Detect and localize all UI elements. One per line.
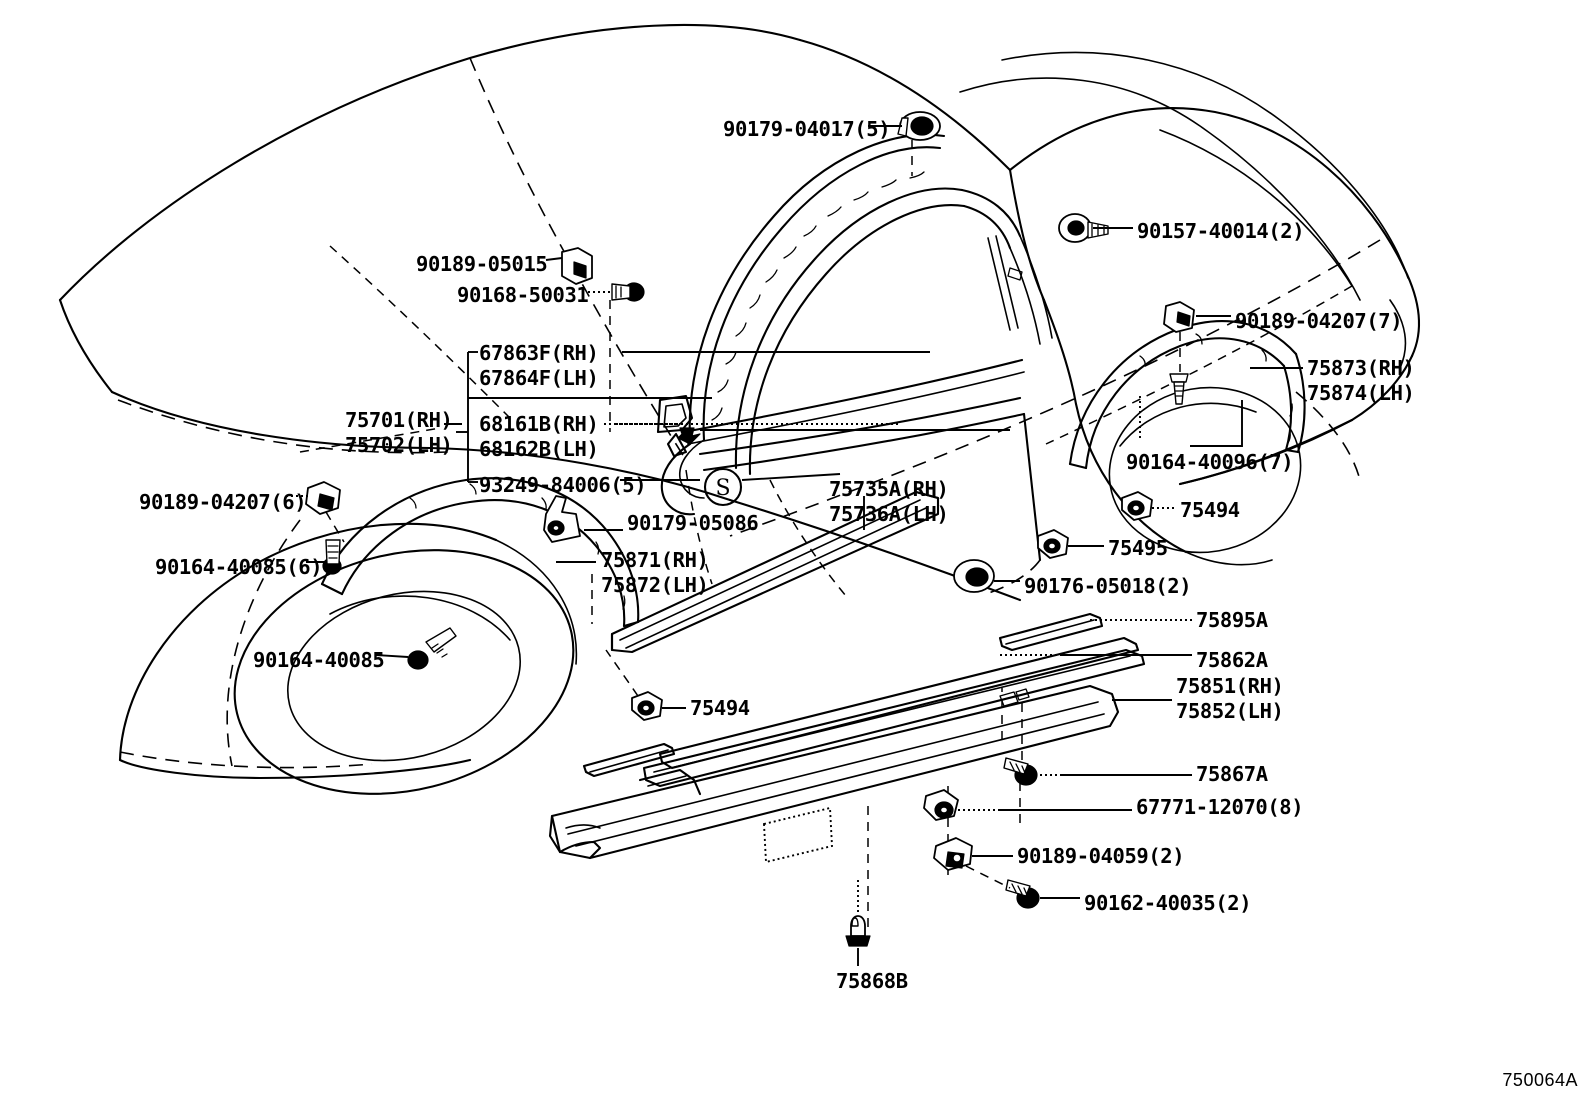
part-label-90168-50031: 90168-50031: [457, 283, 589, 307]
part-label-75494-lower: 75494: [690, 696, 750, 720]
part-label-90162-40035: 90162-40035(2): [1084, 891, 1252, 915]
diagram-reference-number: 750064A: [1502, 1070, 1578, 1090]
clip-90157-40014: [1058, 213, 1109, 243]
part-label-90189-04207-6: 90189-04207(6): [139, 490, 307, 514]
part-label-75871-75872: 75871(RH) 75872(LH): [601, 548, 709, 597]
pin-75868B: [845, 915, 871, 947]
screw-90164-40096: [1169, 373, 1189, 405]
part-label-90189-04059: 90189-04059(2): [1017, 844, 1185, 868]
clip-90179-04017: [897, 111, 941, 141]
part-label-75868B: 75868B: [836, 969, 908, 993]
clip-75494-lower: [631, 691, 663, 721]
fasteners: [305, 111, 1195, 947]
part-label-90164-40096: 90164-40096(7): [1126, 450, 1294, 474]
clip-67771-12070: [923, 789, 959, 821]
part-75851-rocker-panel: [548, 636, 1146, 930]
door-window-frame: [656, 133, 1053, 516]
clip-90179-05086: [543, 495, 581, 543]
part-label-90176-05018: 90176-05018(2): [1024, 574, 1192, 598]
part-label-67863F-67864F: 67863F(RH) 67864F(LH): [479, 341, 599, 390]
callout-marker-S: S: [703, 467, 743, 507]
part-label-90164-40085: 90164-40085: [253, 648, 385, 672]
part-label-90189-05015: 90189-05015: [416, 252, 548, 276]
clip-75495: [1037, 529, 1069, 559]
clip-90189-04059: [933, 837, 973, 871]
screw-75867A: [1003, 757, 1038, 786]
clip-90189-05015: [561, 247, 593, 285]
svg-text:S: S: [715, 476, 730, 501]
screw-90164-40085: [407, 627, 457, 670]
leader-lines: [286, 125, 1303, 966]
part-label-75862A: 75862A: [1196, 648, 1268, 672]
screw-90162-40035: [1005, 879, 1040, 909]
part-label-75895A: 75895A: [1196, 608, 1268, 632]
part-label-67771-12070: 67771-12070(8): [1136, 795, 1304, 819]
screw-90168-50031: [611, 282, 645, 302]
part-75873-arch-moulding: [1068, 320, 1306, 470]
part-label-75735A-75736A: 75735A(RH) 75736A(LH): [829, 477, 949, 526]
clip-75494-upper: [1121, 491, 1153, 521]
part-75871-arch-moulding: [320, 477, 640, 628]
part-label-90164-40085-6: 90164-40085(6): [155, 555, 323, 579]
part-label-75867A: 75867A: [1196, 762, 1268, 786]
part-label-90179-04017: 90179-04017(5): [723, 117, 891, 141]
part-label-75701-75702: 75701(RH) 75702(LH): [345, 408, 453, 457]
part-label-75494-upper: 75494: [1180, 498, 1240, 522]
part-label-68161B-68162B: 68161B(RH) 68162B(LH): [479, 412, 599, 461]
part-label-90179-05086: 90179-05086: [627, 511, 759, 535]
part-lower-small-strip: [582, 742, 676, 778]
clip-90189-04207-left: [305, 481, 341, 515]
screw-90164-40085-6: [322, 539, 342, 575]
part-label-75851-75852: 75851(RH) 75852(LH): [1176, 674, 1284, 723]
part-label-93249-84006: 93249-84006(5): [479, 473, 647, 497]
part-label-75495: 75495: [1108, 536, 1168, 560]
part-label-75873-75874: 75873(RH) 75874(LH): [1307, 356, 1415, 405]
part-label-90157-40014: 90157-40014(2): [1137, 219, 1305, 243]
part-label-90189-04207-7: 90189-04207(7): [1235, 309, 1403, 333]
part-75895A-moulding: [998, 612, 1104, 652]
grommet-90176-05018: [953, 559, 995, 593]
part-75735A-belt-moulding: [610, 490, 940, 654]
clip-90189-04207-right: [1163, 301, 1195, 333]
